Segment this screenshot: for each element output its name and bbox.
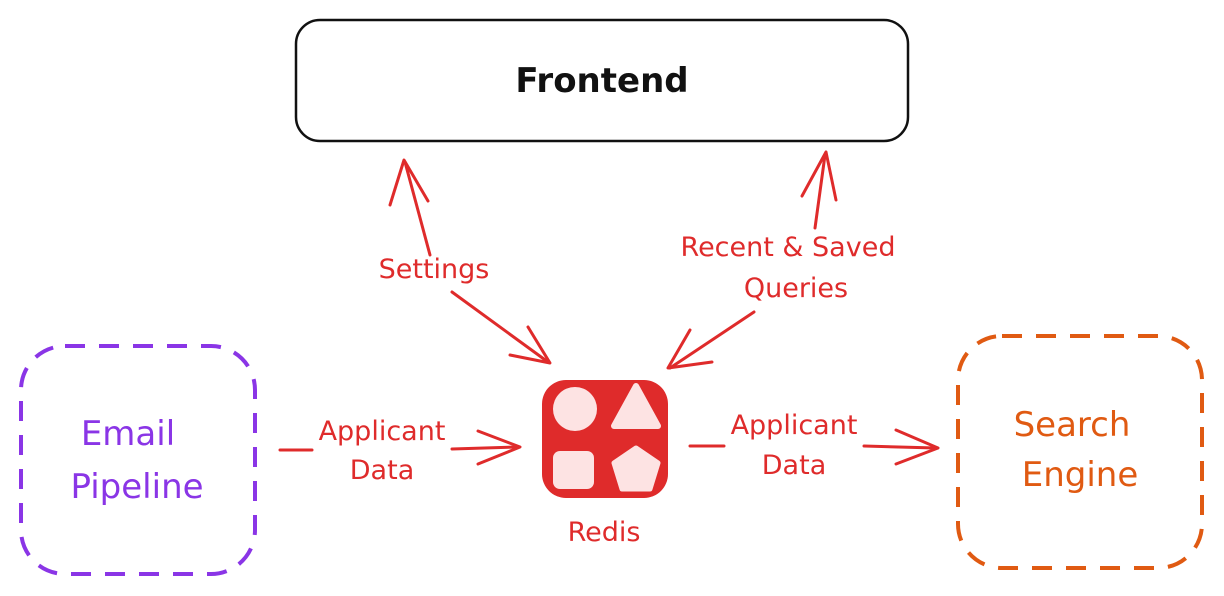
email-to-redis-line-right: [450, 445, 520, 451]
search-engine-label-line1: Search: [1014, 405, 1131, 445]
settings-arrow-down-line: [450, 290, 550, 364]
recent-label-line1: Recent & Saved: [681, 232, 896, 263]
settings-arrowhead-down: [508, 325, 552, 365]
search-engine-box: [956, 334, 1204, 570]
email-pipeline-label-line2: Pipeline: [70, 467, 203, 507]
redis-to-search-arrowhead: [894, 428, 940, 466]
settings-edge: Settings: [379, 158, 552, 365]
redis-to-search-edge: Applicant Data: [688, 410, 940, 481]
email-pipeline-node: Email Pipeline: [19, 344, 257, 576]
redis-logo-icon: [542, 380, 668, 498]
redis-to-search-label-line2: Data: [762, 450, 826, 481]
email-to-redis-label-line1: Applicant: [319, 416, 446, 447]
redis-to-search-label-line1: Applicant: [731, 410, 858, 441]
search-engine-label-line2: Engine: [1022, 455, 1139, 495]
email-to-redis-arrowhead: [476, 429, 522, 466]
settings-arrowhead-up: [388, 158, 430, 207]
recent-arrowhead-down: [666, 328, 714, 370]
redis-to-search-line-right: [862, 444, 938, 450]
recent-queries-edge: Recent & Saved Queries: [666, 150, 896, 370]
settings-label: Settings: [379, 254, 490, 285]
email-to-redis-label-line2: Data: [350, 455, 414, 486]
recent-arrow-up-line: [813, 153, 827, 230]
redis-node: Redis: [542, 380, 668, 548]
search-engine-node: Search Engine: [956, 334, 1204, 570]
redis-label: Redis: [568, 517, 641, 548]
frontend-node: Frontend: [294, 18, 910, 143]
frontend-box: [294, 18, 910, 143]
email-pipeline-box: [19, 344, 257, 576]
recent-label-line2: Queries: [744, 273, 848, 304]
email-pipeline-label-line1: Email: [81, 414, 175, 454]
recent-arrowhead-up: [800, 150, 838, 202]
settings-arrow-up-line: [403, 160, 432, 257]
recent-arrow-down-line: [668, 310, 756, 370]
email-to-redis-edge: Applicant Data: [278, 416, 522, 486]
frontend-label: Frontend: [515, 61, 688, 101]
